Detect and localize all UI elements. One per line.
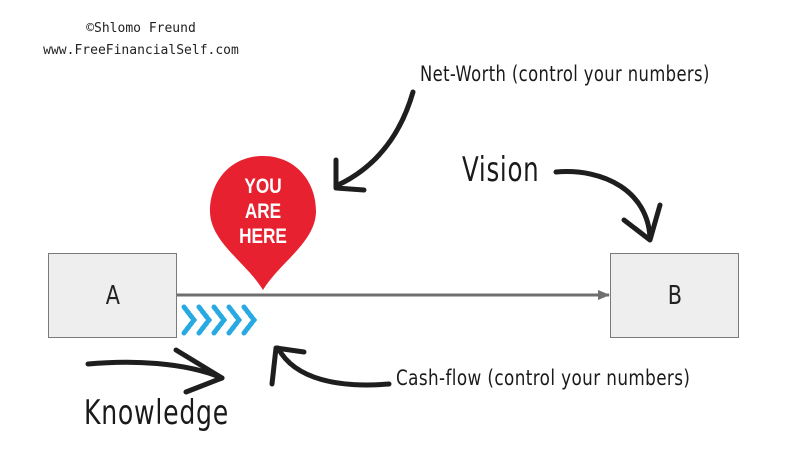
knowledge-note: Knowledge <box>84 393 229 433</box>
chevron-mark <box>226 304 243 336</box>
node-a-label: A <box>105 280 120 311</box>
copyright-block: ©Shlomo Freund www.FreeFinancialSelf.com <box>16 18 266 62</box>
chevron-mark <box>241 304 258 336</box>
cash-flow-arrow-icon <box>269 345 392 388</box>
vision-arrow-icon <box>553 169 663 243</box>
node-a: A <box>48 253 177 338</box>
pin-line-2: ARE <box>245 201 282 224</box>
copyright-website: www.FreeFinancialSelf.com <box>43 43 239 58</box>
knowledge-arrow-icon <box>85 347 225 395</box>
node-b-label: B <box>667 280 682 311</box>
pin-line-3: HERE <box>239 226 287 249</box>
net-worth-arrow-icon <box>333 89 416 193</box>
cash-flow-note: Cash-flow (control your numbers) <box>396 366 691 390</box>
chevron-mark <box>211 304 228 336</box>
node-b: B <box>610 253 739 338</box>
copyright-owner: ©Shlomo Freund <box>86 21 196 36</box>
pin-line-1: YOU <box>244 176 281 199</box>
pin-shape <box>210 156 316 290</box>
vision-note: Vision <box>462 150 540 190</box>
location-pin-icon: YOU ARE HERE <box>210 156 316 290</box>
chevron-right-icon <box>181 304 258 336</box>
net-worth-note: Net-Worth (control your numbers) <box>420 62 710 86</box>
chevron-mark <box>196 304 213 336</box>
chevron-mark <box>181 304 198 336</box>
